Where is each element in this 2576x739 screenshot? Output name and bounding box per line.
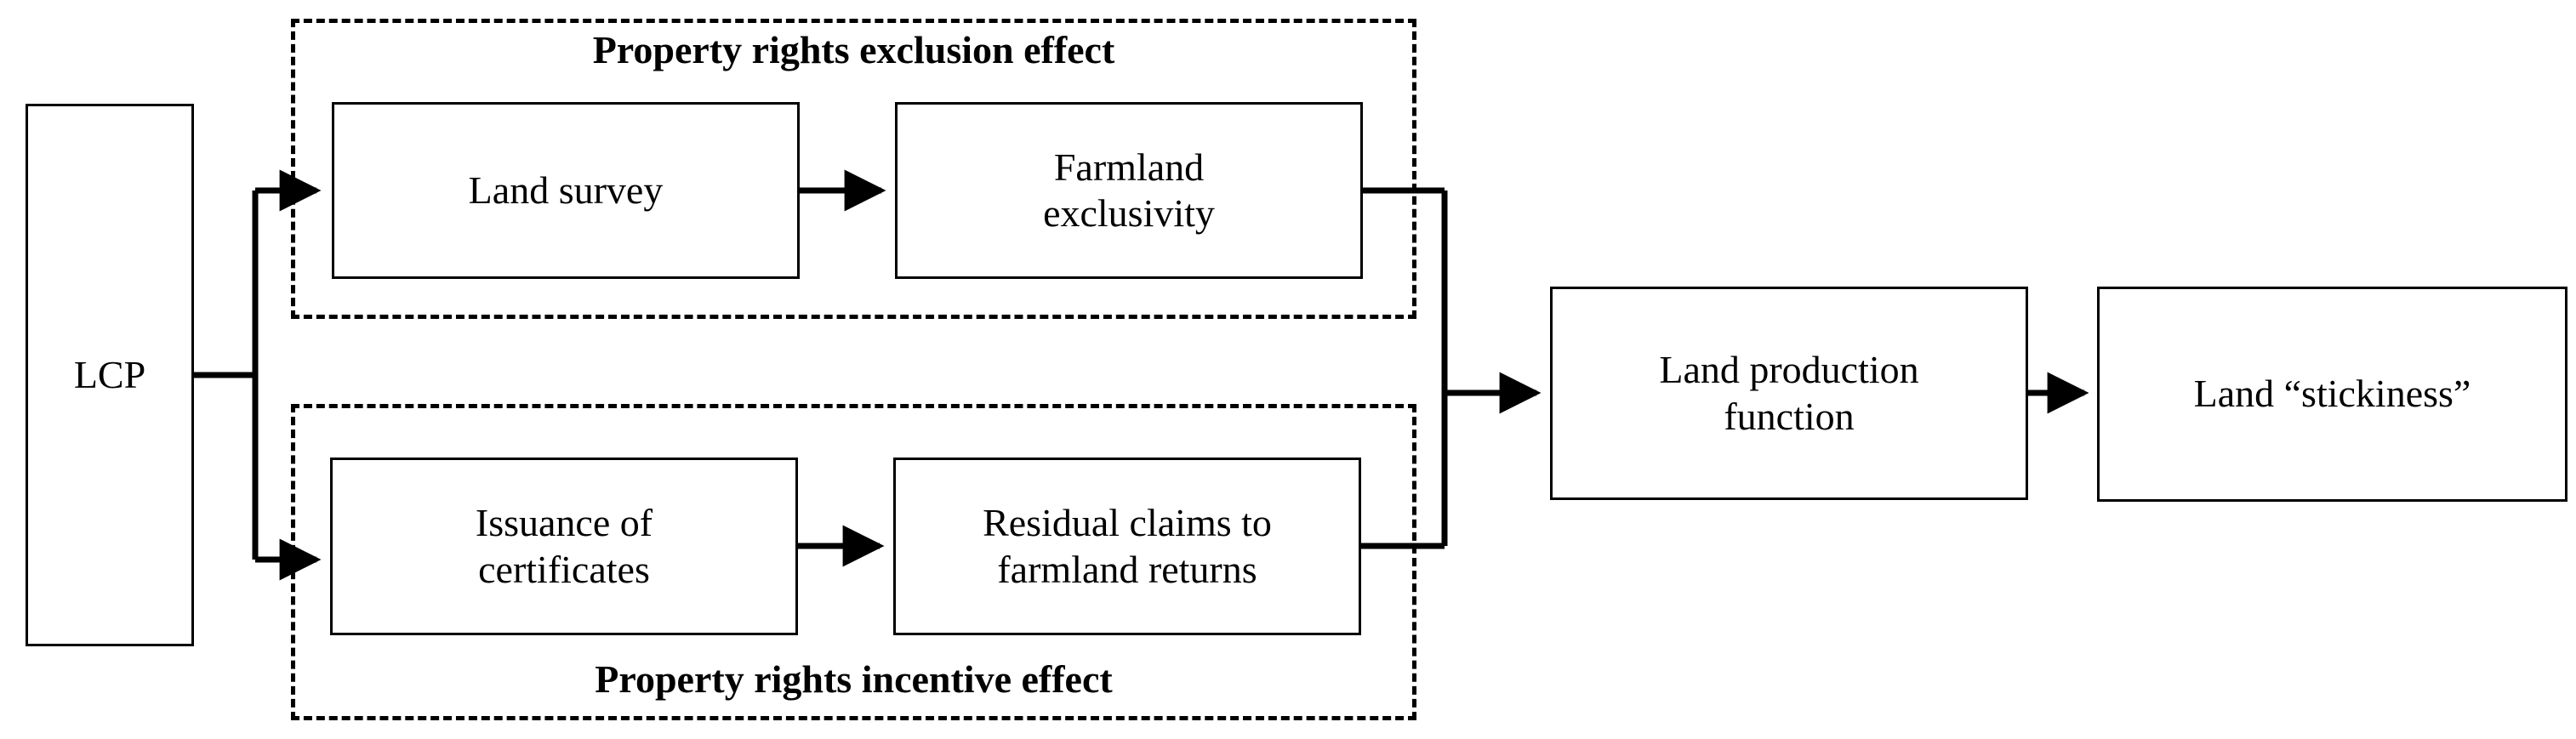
node-issuance-of-certificates: Issuance of certificates	[330, 458, 798, 635]
node-farmland-exclusivity-label: Farmland exclusivity	[1043, 145, 1215, 235]
node-residual-claims-label: Residual claims to farmland returns	[983, 501, 1272, 591]
group-label-exclusion-effect: Property rights exclusion effect	[592, 28, 1115, 71]
node-lcp-label: LCP	[73, 352, 146, 396]
group-label-incentive-effect: Property rights incentive effect	[595, 657, 1113, 701]
node-land-production-function: Land production function	[1550, 287, 2028, 500]
node-land-production-function-label: Land production function	[1659, 348, 1919, 438]
group-box-property-rights-exclusion-effect	[291, 19, 1416, 319]
node-farmland-exclusivity: Farmland exclusivity	[895, 102, 1363, 279]
node-lcp: LCP	[26, 104, 194, 646]
node-land-stickiness: Land “stickiness”	[2097, 287, 2567, 502]
node-issuance-of-certificates-label: Issuance of certificates	[475, 501, 653, 591]
node-land-survey-label: Land survey	[468, 168, 664, 212]
node-land-survey: Land survey	[332, 102, 800, 279]
node-residual-claims: Residual claims to farmland returns	[893, 458, 1361, 635]
node-land-stickiness-label: Land “stickiness”	[2193, 372, 2471, 416]
